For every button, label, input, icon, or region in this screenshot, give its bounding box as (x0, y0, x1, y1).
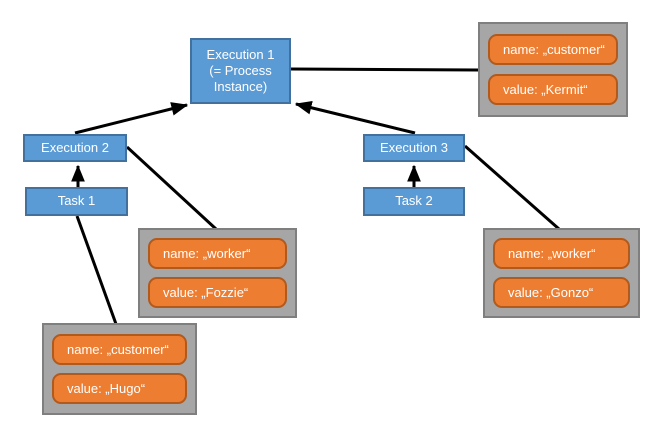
variable-value-box: value: „Fozzie“ (148, 277, 287, 308)
variable-value-box: value: „Gonzo“ (493, 277, 630, 308)
variable-name-box: name: „customer“ (488, 33, 618, 65)
variable-name-box: name: „worker“ (493, 238, 630, 269)
variable-group-hugo: name: „customer“ value: „Hugo“ (42, 323, 197, 415)
arrow-execution2-to-execution1 (74, 102, 189, 135)
node-task-2: Task 2 (363, 187, 465, 216)
variable-name-box: name: „worker“ (148, 238, 287, 269)
line-execution2-to-fozzie-variables (125, 145, 218, 231)
node-task-1: Task 1 (25, 187, 128, 216)
arrow-execution3-to-execution1 (294, 100, 416, 135)
line-execution1-to-kermit-variables (290, 67, 479, 72)
node-execution-1: Execution 1 (= Process Instance) (190, 38, 291, 104)
variable-name-box: name: „customer“ (52, 333, 187, 365)
variable-group-kermit: name: „customer“ value: „Kermit“ (478, 22, 628, 117)
variable-value-box: value: „Hugo“ (52, 373, 187, 405)
node-execution-2: Execution 2 (23, 134, 127, 162)
node-execution-3: Execution 3 (363, 134, 465, 162)
variable-group-fozzie: name: „worker“ value: „Fozzie“ (138, 228, 297, 318)
variable-value-box: value: „Kermit“ (488, 74, 618, 106)
line-task1-to-hugo-variables (75, 215, 118, 325)
line-execution3-to-gonzo-variables (464, 144, 560, 231)
variable-group-gonzo: name: „worker“ value: „Gonzo“ (483, 228, 640, 318)
